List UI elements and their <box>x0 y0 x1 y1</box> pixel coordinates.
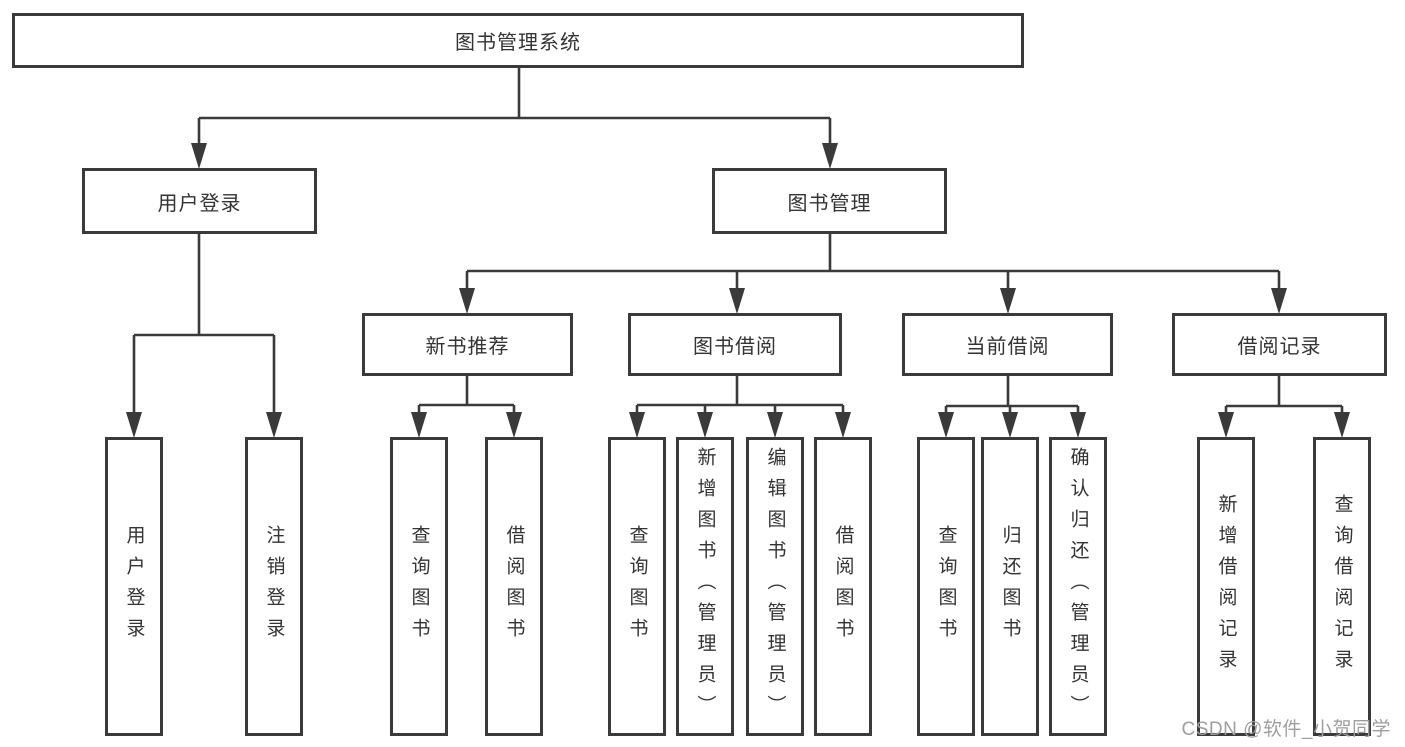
leaf-logout: 注销登录 <box>245 437 303 736</box>
tree-node-current-borrow: 当前借阅 <box>902 313 1113 376</box>
node-label: 用户登录 <box>123 524 145 649</box>
leaf-records-add: 新增借阅记录 <box>1197 437 1255 736</box>
node-label: 查询图书 <box>935 524 957 649</box>
tree-node-book-borrow: 图书借阅 <box>628 313 842 376</box>
node-label: 注销登录 <box>263 524 285 649</box>
node-label: 查询图书 <box>626 524 648 649</box>
connector-root <box>191 68 838 169</box>
leaf-records-query: 查询借阅记录 <box>1313 437 1371 736</box>
node-label: 图书借阅 <box>693 336 777 358</box>
node-label: 新增借阅记录 <box>1215 493 1237 680</box>
leaf-borrow-add-book: 新增图书（管理员） <box>676 437 734 736</box>
connector-book-mgmt <box>459 234 1287 314</box>
node-label: 确认归还（管理员） <box>1067 447 1089 726</box>
node-label: 归还图书 <box>999 524 1021 649</box>
node-label: 查询借阅记录 <box>1331 493 1353 680</box>
node-label: 借阅记录 <box>1237 336 1322 358</box>
leaf-borrow-query: 查询图书 <box>608 437 666 736</box>
node-label: 用户登录 <box>157 192 242 215</box>
tree-node-new-books: 新书推荐 <box>362 313 573 376</box>
node-label: 新书推荐 <box>425 336 510 358</box>
leaf-borrow-borrow-book: 借阅图书 <box>814 437 872 736</box>
node-label: 查询图书 <box>408 524 430 649</box>
watermark: CSDN @软件_小贺同学 <box>1181 719 1391 740</box>
node-label: 借阅图书 <box>503 524 525 649</box>
tree-node-book-mgmt: 图书管理 <box>712 168 947 234</box>
node-label: 编辑图书（管理员） <box>764 447 786 726</box>
node-label: 图书管理系统 <box>455 32 581 54</box>
leaf-newbooks-borrow: 借阅图书 <box>485 437 543 736</box>
connector-current-borrow <box>938 376 1086 438</box>
leaf-current-query: 查询图书 <box>917 437 975 736</box>
node-label: 新增图书（管理员） <box>694 447 716 726</box>
node-label: 借阅图书 <box>832 524 854 649</box>
connector-borrow-records <box>1218 376 1350 438</box>
connector-new-books <box>411 376 522 438</box>
tree-node-user-login: 用户登录 <box>82 168 317 234</box>
leaf-current-return: 归还图书 <box>981 437 1039 736</box>
leaf-user-login: 用户登录 <box>105 437 163 736</box>
leaf-borrow-edit-book: 编辑图书（管理员） <box>746 437 804 736</box>
leaf-newbooks-query: 查询图书 <box>390 437 448 736</box>
node-label: 当前借阅 <box>965 336 1050 358</box>
connector-book-borrow <box>629 376 851 438</box>
leaf-current-confirm-return: 确认归还（管理员） <box>1049 437 1107 736</box>
connector-user-login <box>126 234 282 438</box>
tree-node-borrow-records: 借阅记录 <box>1172 313 1387 376</box>
tree-node-root: 图书管理系统 <box>12 13 1024 68</box>
node-label: 图书管理 <box>787 192 872 215</box>
